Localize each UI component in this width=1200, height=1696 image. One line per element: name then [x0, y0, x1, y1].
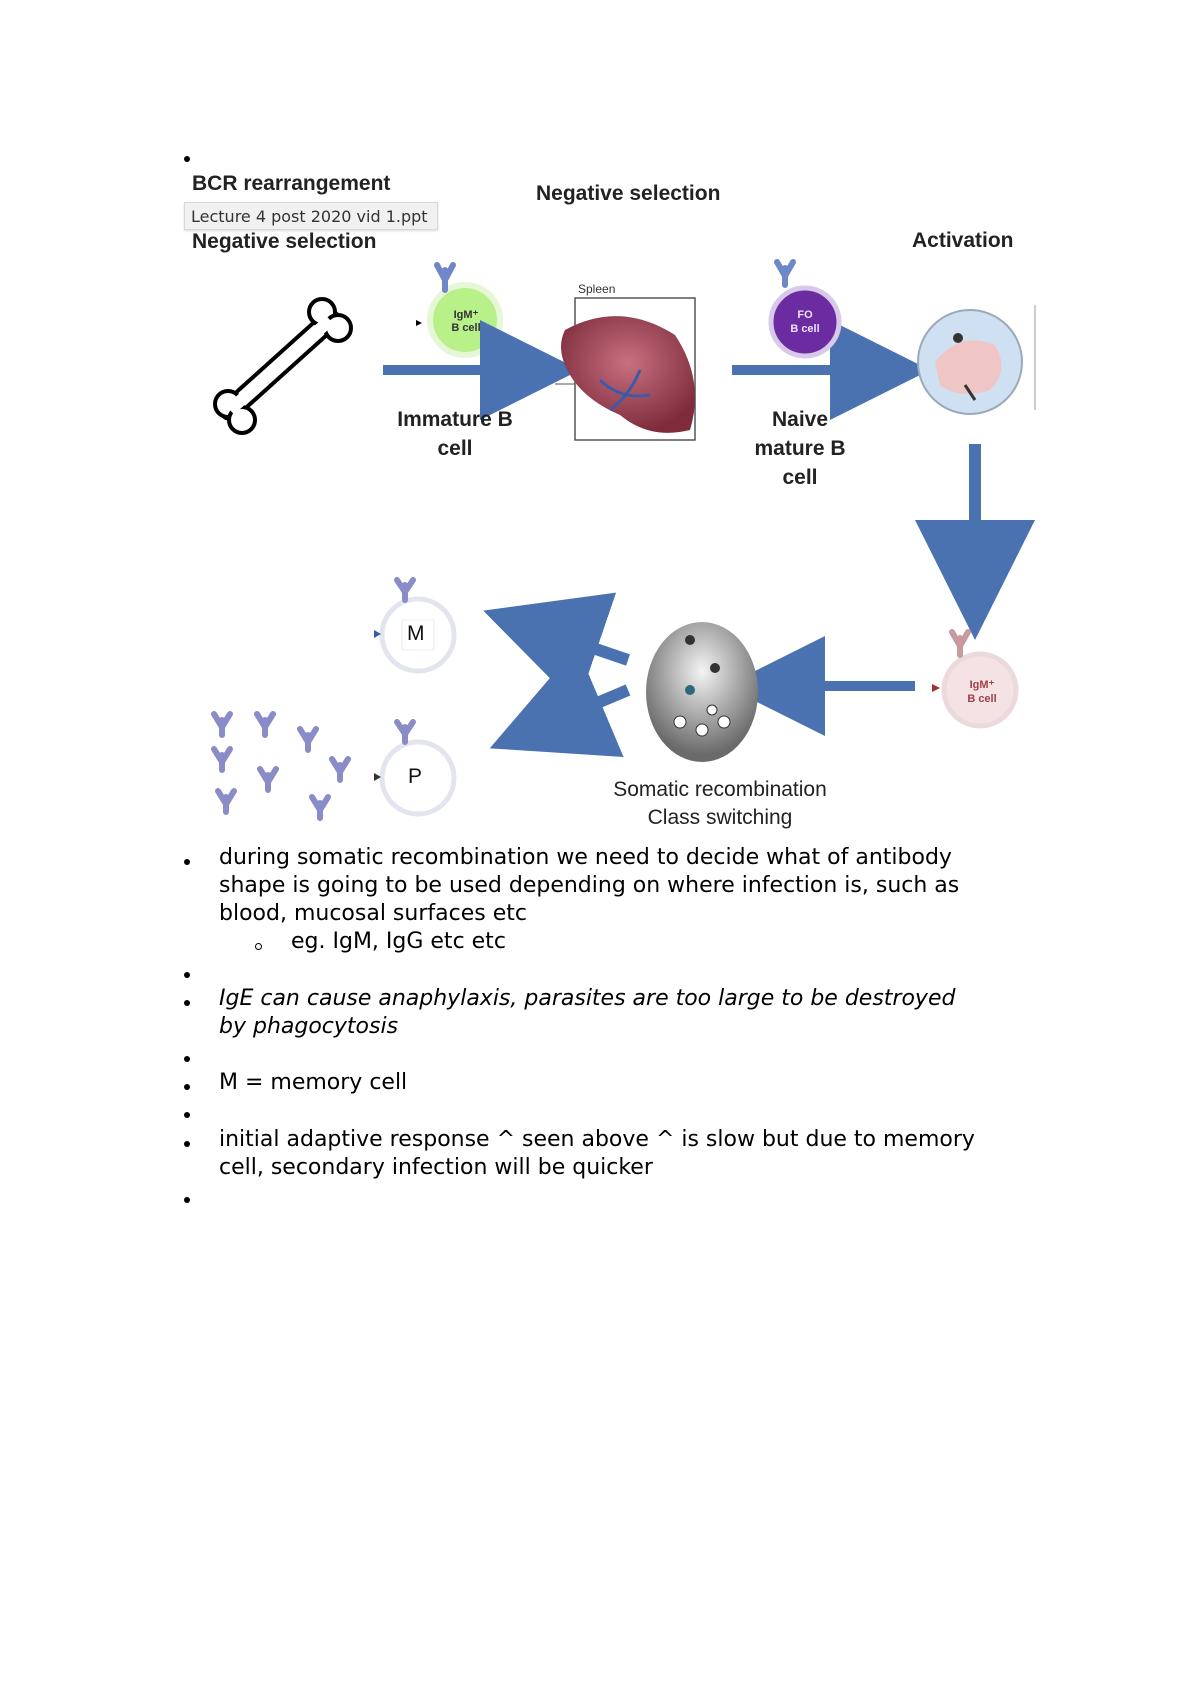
- plasma-cell-icon: [374, 719, 457, 817]
- note-sub-item: eg. IgM, IgG etc etc: [291, 929, 506, 954]
- label-immature-b-cell: Immature B cell: [397, 408, 513, 460]
- igm-cell-text-line1: IgM⁺: [453, 309, 479, 321]
- germinal-center-icon: [646, 622, 758, 762]
- igm-cell-2-text: IgM⁺ B cell: [962, 678, 1002, 706]
- igm-b-cell-icon: [932, 629, 1019, 729]
- heading-negative-selection-left: Negative selection: [192, 230, 377, 253]
- note-item-somatic-line1: during somatic recombination we need to …: [219, 845, 952, 870]
- b-cell-diagram: [211, 259, 1036, 821]
- arrow: [489, 646, 631, 757]
- heading-negative-selection-center: Negative selection: [536, 182, 721, 205]
- note-item-somatic-line3: blood, mucosal surfaces etc: [219, 901, 527, 926]
- igm-cell-2-text-line1: IgM⁺: [969, 679, 995, 691]
- note-item-memory: M = memory cell: [219, 1070, 408, 1095]
- heading-bcr-rearrangement: BCR rearrangement: [192, 172, 391, 195]
- label-naive-mature-b-cell: Naive mature B cell: [754, 408, 846, 489]
- memory-cell-letter: M: [407, 622, 425, 645]
- fo-cell-text-line1: FO: [797, 309, 813, 321]
- file-name-tooltip: Lecture 4 post 2020 vid 1.ppt: [184, 202, 438, 230]
- fo-b-cell-icon: [768, 259, 842, 359]
- arrow: [483, 592, 630, 707]
- note-item-adaptive-line2: cell, secondary infection will be quicke…: [219, 1155, 653, 1180]
- note-item-adaptive-line1: initial adaptive response ^ seen above ^…: [219, 1127, 975, 1152]
- bullet: [184, 1000, 190, 1006]
- caption-somatic-recombination: Somatic recombination: [613, 778, 827, 801]
- sub-bullet: [255, 943, 262, 950]
- antibody-cluster-icon: [211, 711, 351, 821]
- bullet: [184, 859, 190, 865]
- lymph-node-icon: [917, 305, 1036, 415]
- igm-cell-2-text-line2: B cell: [967, 693, 997, 705]
- fo-cell-text-line2: B cell: [790, 323, 820, 335]
- bone-icon: [213, 297, 353, 435]
- fo-cell-text: FO B cell: [784, 308, 826, 336]
- note-item-ige-line2: by phagocytosis: [219, 1014, 399, 1039]
- caption-class-switching: Class switching: [647, 806, 793, 829]
- memory-cell-icon: [374, 577, 457, 674]
- bullet: [184, 156, 190, 162]
- spleen-label: Spleen: [578, 282, 616, 296]
- igm-cell-text-line2: B cell: [451, 322, 481, 334]
- igm-cell-text: IgM⁺ B cell: [445, 309, 487, 335]
- plasma-cell-letter: P: [408, 765, 423, 788]
- bullet: [184, 972, 190, 978]
- heading-activation: Activation: [912, 229, 1014, 252]
- bullet: [184, 1084, 190, 1090]
- note-item-ige-line1: IgE can cause anaphylaxis, parasites are…: [219, 986, 956, 1011]
- bullet: [184, 1141, 190, 1147]
- bullet: [184, 1197, 190, 1203]
- bullet: [184, 1056, 190, 1062]
- bullet: [184, 1112, 190, 1118]
- spleen-icon: [555, 297, 696, 441]
- note-item-somatic-line2: shape is going to be used depending on w…: [219, 873, 960, 898]
